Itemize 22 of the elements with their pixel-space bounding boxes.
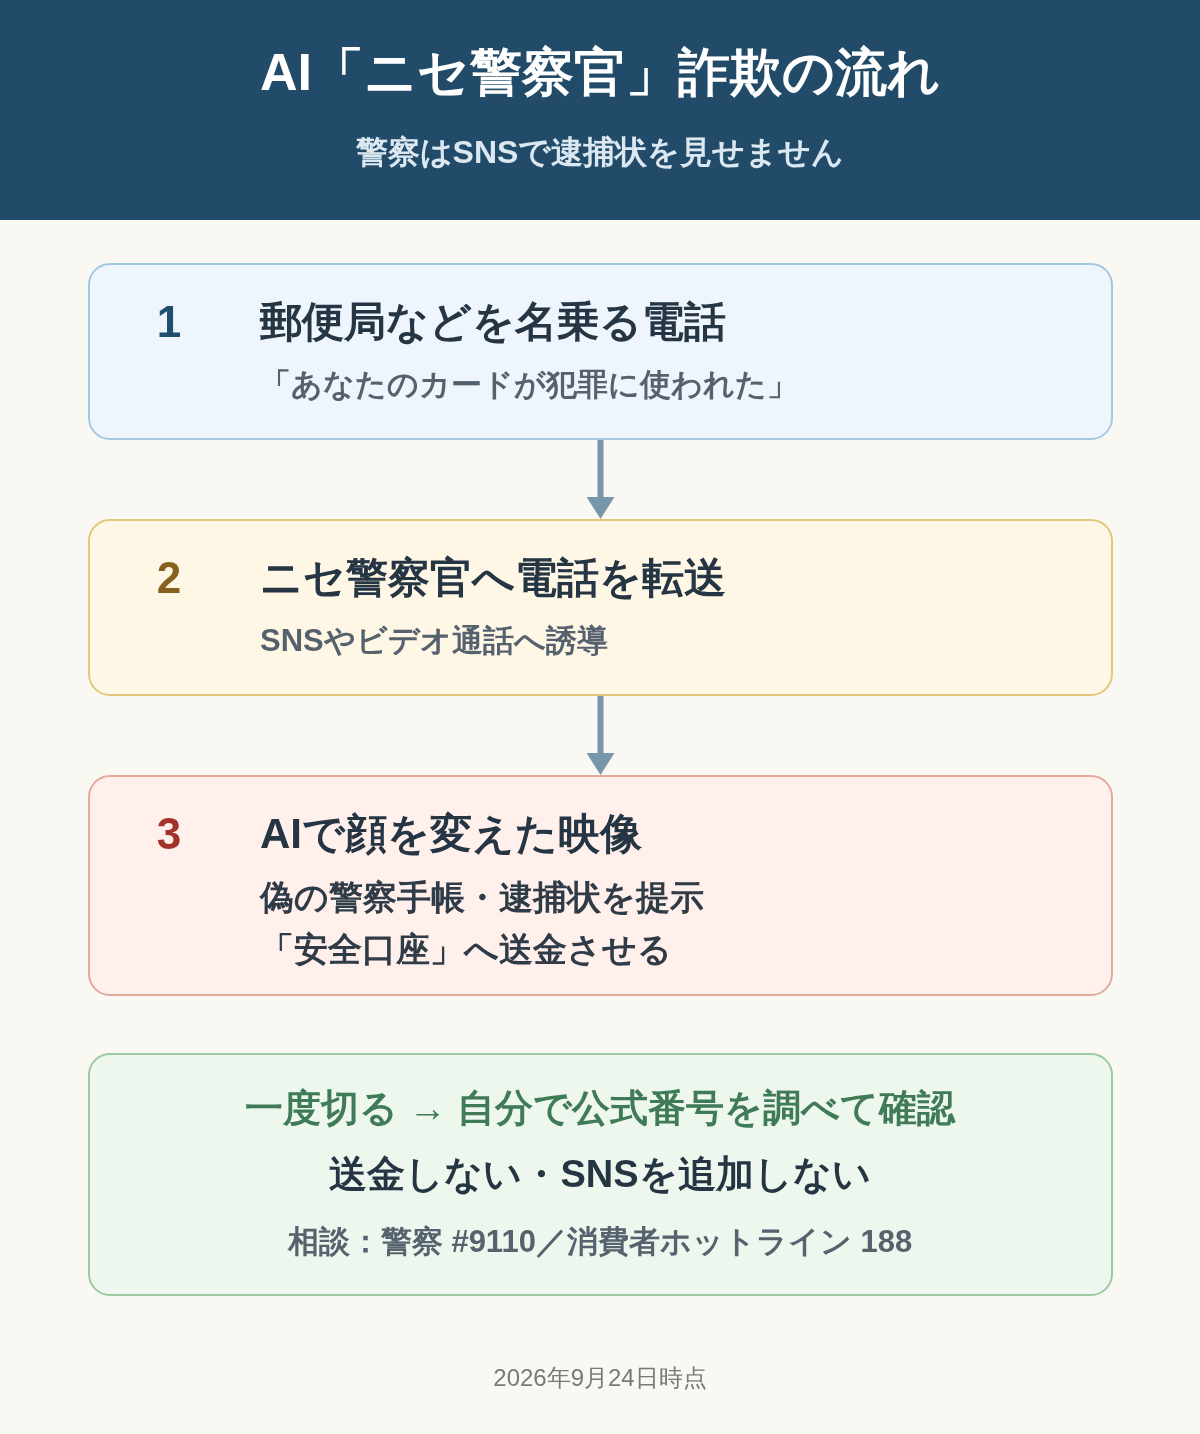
- step-number: 1: [156, 295, 182, 348]
- advice-box: [88, 1053, 1113, 1296]
- step-text: SNSやビデオ通話へ誘導: [260, 622, 608, 660]
- arrow: [586, 696, 615, 775]
- arrow: [586, 440, 615, 519]
- step-box: [88, 775, 1113, 996]
- step-number: 3: [156, 807, 182, 860]
- step-text: 「安全口座」へ送金させる: [260, 928, 672, 970]
- step-box: [88, 519, 1113, 696]
- step-heading: 郵便局などを名乗る電話: [260, 296, 726, 347]
- step-heading: ニセ警察官へ電話を転送: [260, 552, 726, 603]
- subtitle: 警察はSNSで逮捕状を見せません: [355, 132, 845, 172]
- step-text: 「あなたのカードが犯罪に使われた」: [260, 366, 798, 404]
- step-text: 偽の警察手帳・逮捕状を提示: [260, 876, 704, 918]
- title: AI「ニセ警察官」詐欺の流れ: [260, 41, 940, 103]
- step-box: [88, 263, 1113, 440]
- advice-text: 送金しない・SNSを追加しない: [329, 1152, 871, 1198]
- step-number: 2: [156, 551, 182, 604]
- footer-note: 2026年9月24日時点: [493, 1363, 707, 1393]
- hotline-text: 相談：警察 #9110／消費者ホットライン 188: [287, 1223, 913, 1261]
- step-heading: AIで顔を変えた映像: [260, 808, 642, 859]
- advice-heading: 一度切る → 自分で公式番号を調べて確認: [244, 1086, 956, 1132]
